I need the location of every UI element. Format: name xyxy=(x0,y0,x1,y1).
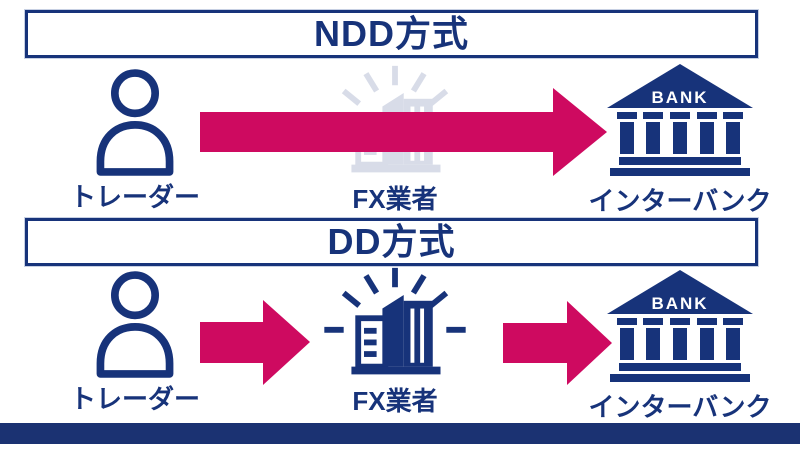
dd-broker-label: FX業者 xyxy=(352,386,438,416)
dd-bank-label: インターバンク xyxy=(588,392,772,422)
ndd-bank-node: BANK インターバンク xyxy=(588,64,772,214)
footer-bar xyxy=(0,423,800,444)
sun-rays-icon xyxy=(324,267,466,333)
ndd-broker-label: FX業者 xyxy=(352,184,438,214)
ndd-trader-node: トレーダー xyxy=(35,68,235,210)
dd-arrow-broker-to-bank xyxy=(503,301,612,385)
fx-broker-building-icon xyxy=(324,267,466,375)
dd-title-box: DD方式 xyxy=(25,218,758,266)
interbank-bank-icon: BANK xyxy=(607,270,753,382)
ndd-title-box: NDD方式 xyxy=(25,10,758,58)
ndd-bank-label: インターバンク xyxy=(588,186,772,216)
trader-person-icon xyxy=(96,271,174,378)
interbank-bank-icon: BANK xyxy=(607,64,753,176)
bank-sign-text: BANK xyxy=(651,294,708,313)
ndd-trader-label: トレーダー xyxy=(69,182,200,212)
dd-bank-node: BANK インターバンク xyxy=(588,270,772,420)
dd-trader-label: トレーダー xyxy=(69,384,200,414)
dd-title: DD方式 xyxy=(327,221,456,262)
dd-arrow-trader-to-broker xyxy=(200,300,310,385)
dd-trader-node: トレーダー xyxy=(35,270,235,412)
bank-sign-text: BANK xyxy=(651,88,708,107)
ndd-title: NDD方式 xyxy=(314,13,469,54)
ndd-direct-arrow xyxy=(200,88,607,176)
dd-broker-node: FX業者 xyxy=(295,264,495,414)
trader-person-icon xyxy=(96,69,174,176)
